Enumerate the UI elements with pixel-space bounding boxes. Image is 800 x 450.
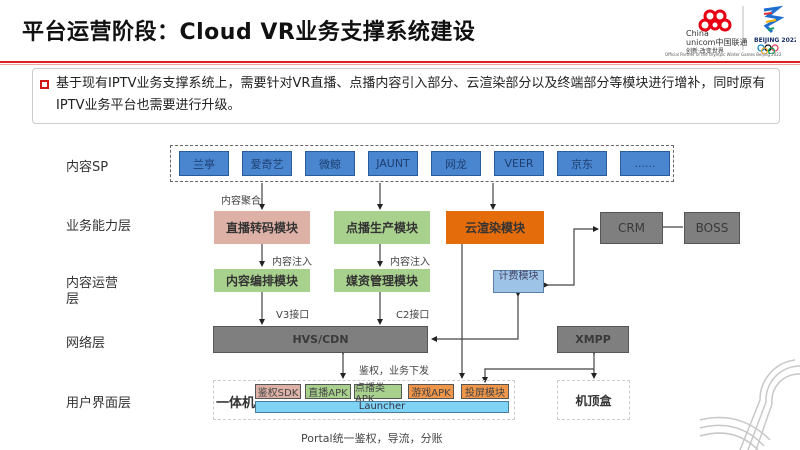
- boss-module: BOSS: [684, 212, 740, 244]
- label-inject-2: 内容注入: [390, 257, 430, 268]
- vod-production-module: 点播生产模块: [334, 211, 430, 244]
- layer-service-capability: 业务能力层: [66, 219, 132, 234]
- crm-module: CRM: [600, 212, 663, 244]
- sp-whaley: 微鲸: [305, 151, 355, 176]
- layer-network: 网络层: [66, 336, 106, 351]
- olympic-rings-icon: [757, 44, 779, 54]
- brand-line1: China: [686, 29, 709, 38]
- stb-box: 机顶盒: [557, 380, 630, 420]
- app-auth-sdk: 鉴权SDK: [255, 384, 301, 399]
- app-game-apk: 游戏APK: [408, 384, 454, 399]
- layer-content-operation: 内容运营层: [66, 276, 119, 307]
- cloud-render-module: 云渲染模块: [446, 211, 544, 244]
- logo-area: BEIJING 2022 China unicom中国联通 创新·改变世界: [668, 4, 796, 60]
- layer-content-sp: 内容SP: [66, 160, 109, 175]
- label-v3: V3接口: [276, 310, 310, 321]
- unicom-brand-text: China unicom中国联通 创新·改变世界: [686, 29, 747, 56]
- live-transcode-module: 直播转码模块: [214, 211, 310, 244]
- header-divider: [0, 61, 800, 63]
- media-mgmt-module: 媒资管理模块: [334, 269, 430, 292]
- content-sp-group: [170, 145, 674, 182]
- description-box: [32, 68, 780, 124]
- brand-line2: unicom中国联通: [686, 38, 748, 47]
- page-title: 平台运营阶段：Cloud VR业务支撑系统建设: [22, 20, 476, 45]
- sp-jaunt: JAUNT: [368, 151, 418, 176]
- hvs-cdn-module: HVS/CDN: [213, 326, 428, 353]
- beijing-2022-emblem-icon: [763, 5, 785, 34]
- label-auth-dispatch: 鉴权，业务下发: [359, 366, 429, 377]
- description-text: 基于现有IPTV业务支撑系统上，需要针对VR直播、点播内容引入部分、云渲染部分以…: [56, 76, 766, 113]
- arrow-xmpp-cast: [482, 368, 594, 383]
- label-aggregate: 内容聚合: [221, 196, 261, 207]
- sp-veer: VEER: [494, 151, 544, 176]
- sp-jd: 京东: [557, 151, 607, 176]
- launcher-bar: Launcher: [255, 401, 509, 413]
- all-in-one-label: 一体机: [216, 396, 256, 411]
- layer-user-interface: 用户界面层: [66, 396, 132, 411]
- content-arrange-module: 内容编排模块: [214, 269, 310, 292]
- china-unicom-logo-icon: BEIJING 2022: [698, 5, 796, 54]
- partner-text: Official Partner of the Olympic Winter G…: [665, 52, 782, 57]
- sp-lanting: 兰亭: [179, 151, 229, 176]
- app-cast-module: 投屏模块: [461, 384, 509, 399]
- label-c2: C2接口: [396, 310, 430, 321]
- sp-iqiyi: 爱奇艺: [242, 151, 292, 176]
- label-portal: Portal统一鉴权，导流，分账: [301, 432, 443, 445]
- app-live-apk: 直播APK: [305, 384, 351, 399]
- beijing-2022-text: BEIJING 2022: [754, 37, 796, 44]
- header-divider-shadow: [0, 64, 800, 65]
- brand-slogan: 创新·改变世界: [686, 48, 724, 55]
- label-inject-1: 内容注入: [272, 257, 312, 268]
- bullet-square-icon: [40, 80, 49, 89]
- xmpp-module: XMPP: [557, 326, 629, 353]
- sp-more: ......: [620, 151, 670, 176]
- arrow-crm-billing: [543, 226, 599, 288]
- billing-module: 计费模块: [493, 270, 544, 293]
- all-in-one-box: [213, 380, 515, 420]
- arrow-billing-cdn: [431, 291, 521, 342]
- sp-netdragon: 网龙: [431, 151, 481, 176]
